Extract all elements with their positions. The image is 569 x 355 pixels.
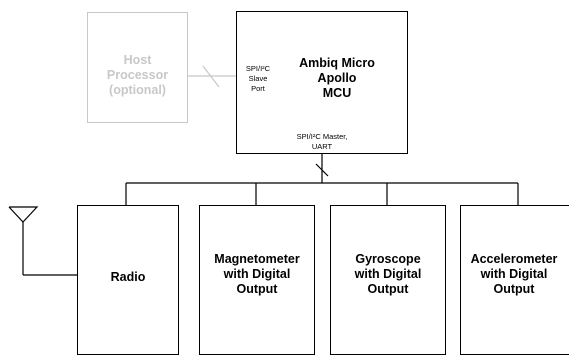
host-link-slash	[202, 65, 220, 88]
mcu-title: Ambiq Micro Apollo MCU	[299, 56, 375, 100]
gyroscope-label: Gyroscope with Digital Output	[354, 252, 422, 296]
mcu-box: SPI/I²C Slave Port Ambiq Micro Apollo MC…	[236, 11, 408, 154]
radio-label: Radio	[110, 270, 146, 284]
gyroscope-box: Gyroscope with Digital Output	[330, 205, 446, 355]
magnetometer-label: Magnetometer with Digital Output	[214, 252, 300, 296]
accelerometer-box: Accelerometer with Digital Output	[460, 205, 569, 355]
magnetometer-box: Magnetometer with Digital Output	[199, 205, 315, 355]
host-processor-box: Host Processor (optional)	[87, 12, 188, 123]
radio-box: Radio	[77, 205, 179, 355]
connection-lines	[8, 65, 519, 276]
host-processor-label: Host Processor (optional)	[106, 53, 169, 97]
antenna-icon	[8, 206, 77, 276]
mcu-down-slash	[315, 163, 329, 177]
accelerometer-label: Accelerometer with Digital Output	[470, 252, 558, 296]
slave-port-label: SPI/I²C Slave Port	[245, 64, 271, 94]
master-port-label: SPI/I²C Master, UART	[296, 132, 348, 152]
